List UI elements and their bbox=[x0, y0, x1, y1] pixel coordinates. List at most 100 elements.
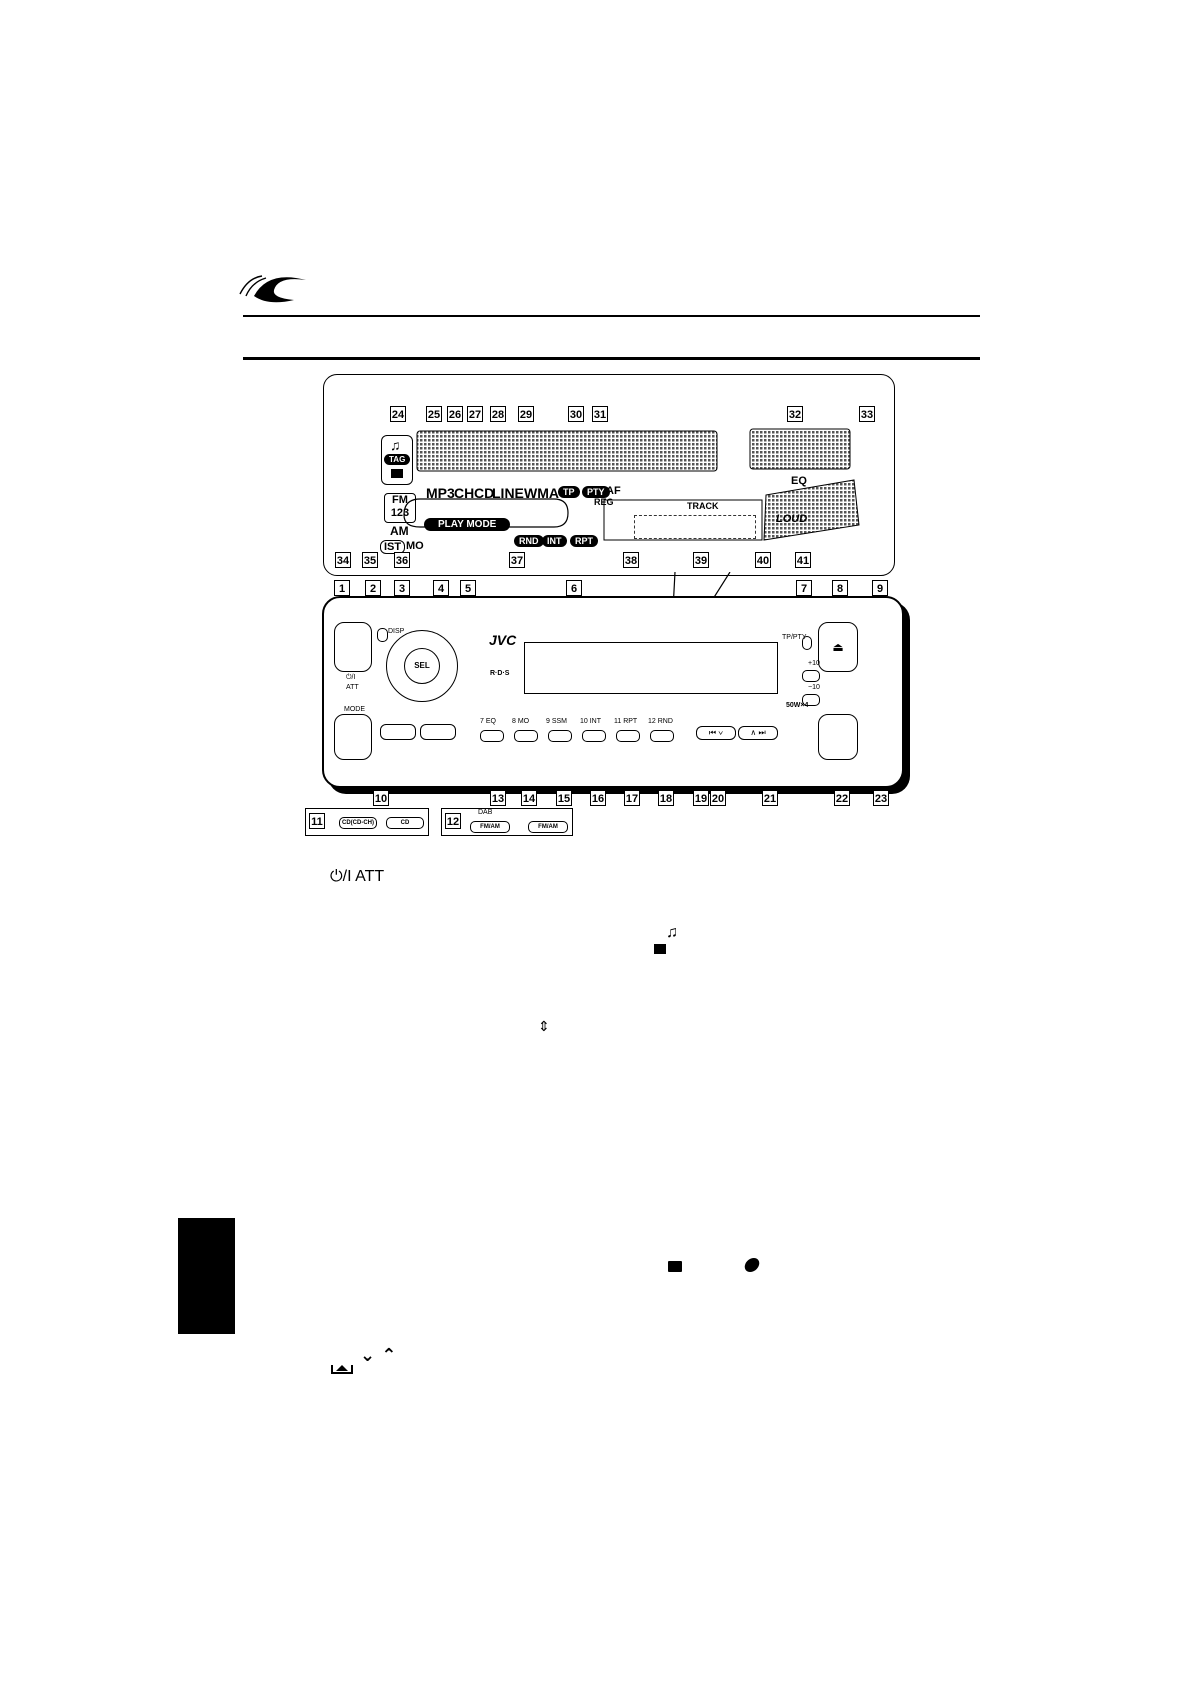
callout-27: 27 bbox=[467, 406, 483, 422]
disp-button[interactable] bbox=[377, 628, 388, 642]
tp-indicator: TP bbox=[558, 486, 580, 498]
callout-26: 26 bbox=[447, 406, 463, 422]
music-note-icon: ♫ bbox=[666, 924, 678, 941]
callout-5: 5 bbox=[460, 580, 476, 596]
fm-am-button-1: FM/AM bbox=[470, 821, 510, 833]
preset-button-7[interactable] bbox=[480, 730, 504, 742]
callout-18: 18 bbox=[658, 790, 674, 806]
box-12: 12 DAB FM/AM FM/AM bbox=[441, 808, 573, 836]
down-button[interactable] bbox=[802, 694, 820, 706]
preset-button-11[interactable] bbox=[616, 730, 640, 742]
callout-28: 28 bbox=[490, 406, 506, 422]
power-att-text: ⏻/I ATT bbox=[330, 868, 385, 885]
play-mode-indicator: PLAY MODE bbox=[424, 518, 511, 531]
preset-label-11: 11 RPT bbox=[614, 718, 638, 725]
language-tab bbox=[178, 1218, 235, 1334]
callout-4: 4 bbox=[433, 580, 449, 596]
tag-indicator: TAG bbox=[384, 454, 411, 465]
preset-button-9[interactable] bbox=[548, 730, 572, 742]
callout-15: 15 bbox=[556, 790, 572, 806]
callout-14: 14 bbox=[521, 790, 537, 806]
callout-38: 38 bbox=[623, 552, 639, 568]
tp-pty-button[interactable] bbox=[802, 636, 812, 650]
folder-icon bbox=[654, 944, 666, 954]
callout-40: 40 bbox=[755, 552, 771, 568]
preset-label-7: 7 EQ bbox=[480, 718, 496, 725]
mode-button[interactable] bbox=[334, 714, 372, 760]
preset-label-10: 10 INT bbox=[580, 718, 602, 725]
cd-ch-button: CD(CD-CH) bbox=[339, 817, 377, 829]
tp-pty-label: TP/PTY bbox=[782, 634, 807, 641]
source-button-fm[interactable] bbox=[420, 724, 456, 740]
callout-3: 3 bbox=[394, 580, 410, 596]
callout-33: 33 bbox=[859, 406, 875, 422]
callout-11: 11 bbox=[309, 813, 325, 829]
detach-button[interactable] bbox=[818, 714, 858, 760]
tag-folder-icon: ♫ bbox=[650, 924, 686, 958]
int-indicator: INT bbox=[542, 535, 567, 547]
main-display bbox=[524, 642, 778, 694]
tag-icon-group: ♫ TAG bbox=[381, 435, 413, 485]
fm-preset-indicator: 123 bbox=[390, 507, 410, 519]
callout-22: 22 bbox=[834, 790, 850, 806]
prev-track-button[interactable]: ⏮ ∨ bbox=[696, 726, 736, 740]
preset-button-8[interactable] bbox=[514, 730, 538, 742]
af-indicator: AF bbox=[606, 485, 621, 497]
power-label: ⏻/I bbox=[346, 674, 356, 681]
callout-12: 12 bbox=[445, 813, 461, 829]
fm-indicator: FM bbox=[392, 494, 408, 506]
plus10-label: +10 bbox=[808, 660, 820, 667]
am-indicator: AM bbox=[390, 524, 409, 538]
callout-24: 24 bbox=[390, 406, 406, 422]
power-button[interactable] bbox=[334, 622, 372, 672]
eject-button[interactable]: ⏏ bbox=[818, 622, 858, 672]
control-dial[interactable]: SEL bbox=[386, 630, 458, 702]
head-unit: ⏻/I ATT DISP SEL JVC R·D·S TP/PTY ⏏ +10 … bbox=[322, 596, 904, 788]
loud-indicator: LOUD bbox=[776, 513, 808, 525]
minus10-label: −10 bbox=[808, 684, 820, 691]
callout-7: 7 bbox=[796, 580, 812, 596]
fm-am-button-2: FM/AM bbox=[528, 821, 568, 833]
callout-13: 13 bbox=[490, 790, 506, 806]
header-rule-bottom bbox=[243, 357, 980, 360]
next-track-button[interactable]: ∧ ⏭ bbox=[738, 726, 778, 740]
preset-button-10[interactable] bbox=[582, 730, 606, 742]
line-indicator: LINE bbox=[492, 485, 524, 501]
callout-37: 37 bbox=[509, 552, 525, 568]
callout-16: 16 bbox=[590, 790, 606, 806]
preset-label-9: 9 SSM bbox=[546, 718, 568, 725]
mode-label: MODE bbox=[344, 706, 365, 713]
disp-label: DISP bbox=[388, 628, 405, 635]
pty-indicator: PTY bbox=[582, 486, 610, 498]
rnd-indicator: RND bbox=[514, 535, 544, 547]
ch-indicator: CH bbox=[454, 485, 475, 501]
brand-logo bbox=[238, 266, 318, 306]
preset-button-12[interactable] bbox=[650, 730, 674, 742]
preset-label-12: 12 RND bbox=[648, 718, 673, 725]
callout-17: 17 bbox=[624, 790, 640, 806]
callout-21: 21 bbox=[762, 790, 778, 806]
callout-9: 9 bbox=[872, 580, 888, 596]
mo-indicator: MO bbox=[406, 540, 424, 552]
callout-10: 10 bbox=[373, 790, 389, 806]
callout-35: 35 bbox=[362, 552, 378, 568]
up-button[interactable] bbox=[802, 670, 820, 682]
callout-6: 6 bbox=[566, 580, 582, 596]
source-button-cd[interactable] bbox=[380, 724, 416, 740]
callout-34: 34 bbox=[335, 552, 351, 568]
callout-1: 1 bbox=[334, 580, 350, 596]
dab-label: DAB bbox=[478, 809, 493, 816]
sel-button[interactable]: SEL bbox=[404, 648, 440, 684]
folder-icon bbox=[391, 469, 403, 478]
lcd-panel: ♫ TAG MP3 CH CD LINE WMA TP PTY AF REG E… bbox=[323, 374, 895, 576]
reg-indicator: REG bbox=[594, 497, 614, 507]
rds-logo: R·D·S bbox=[490, 670, 510, 677]
cd-indicator: CD bbox=[474, 485, 495, 501]
callout-31: 31 bbox=[592, 406, 608, 422]
disc-icon bbox=[743, 1258, 761, 1272]
rpt-indicator: RPT bbox=[570, 535, 598, 547]
callout-41: 41 bbox=[795, 552, 811, 568]
header-rule-top bbox=[243, 315, 980, 317]
mp3-indicator: MP3 bbox=[426, 485, 455, 501]
callout-8: 8 bbox=[832, 580, 848, 596]
